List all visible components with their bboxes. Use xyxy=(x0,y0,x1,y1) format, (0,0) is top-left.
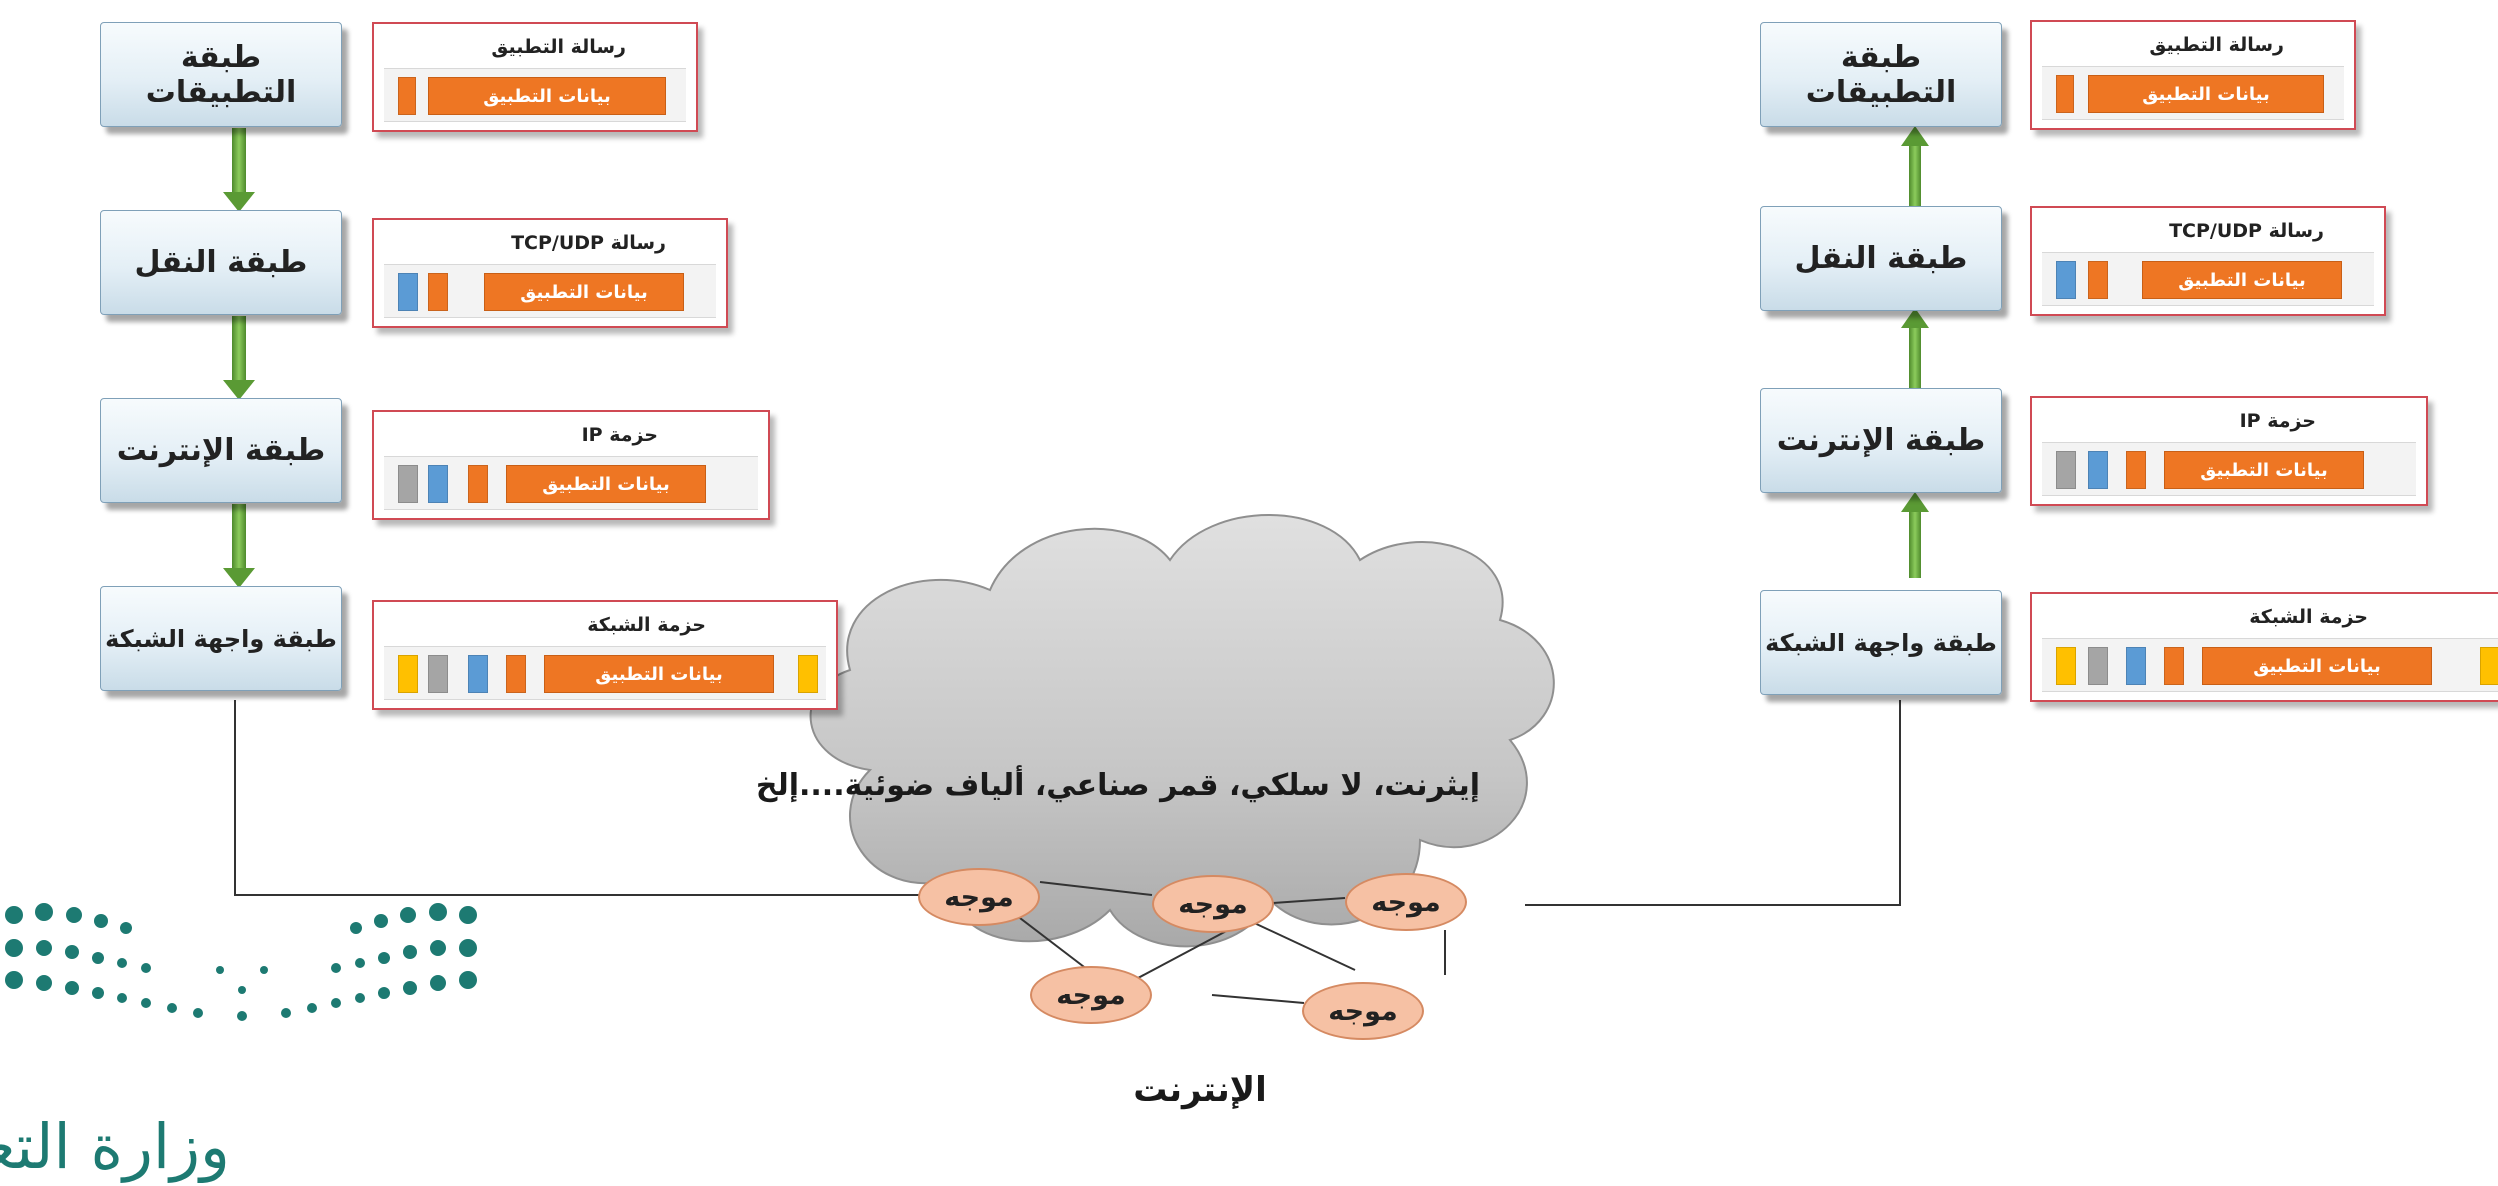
receiver-arrows xyxy=(1901,126,1929,578)
app-header-block xyxy=(2164,647,2184,685)
packet-contents: بيانات التطبيق xyxy=(2042,442,2416,496)
logo-dots xyxy=(5,903,477,1021)
app-data-block: بيانات التطبيق xyxy=(544,655,774,693)
app-header-block xyxy=(506,655,526,693)
frame-trailer-block xyxy=(2480,647,2498,685)
app-data-block: بيانات التطبيق xyxy=(506,465,706,503)
transmission-media-caption: إيثرنت، لا سلكي، قمر صناعي، ألياف ضوئية.… xyxy=(755,768,1480,803)
receiver-application-message: رسالة التطبيق بيانات التطبيق xyxy=(2030,20,2356,130)
receiver-transport-layer: طبقة النقل xyxy=(1760,206,2002,311)
sender-transport-layer: طبقة النقل xyxy=(100,210,342,315)
transport-header-block xyxy=(468,655,488,693)
sender-internet-layer: طبقة الإنترنت xyxy=(100,398,342,503)
app-header-block xyxy=(468,465,488,503)
packet-title: رسالة TCP/UDP xyxy=(2169,220,2324,242)
packet-title: رسالة TCP/UDP xyxy=(511,232,666,254)
frame-header-block xyxy=(398,655,418,693)
ip-header-block xyxy=(2088,647,2108,685)
packet-title: رسالة التطبيق xyxy=(491,36,626,58)
layer-label: طبقة النقل xyxy=(134,245,308,280)
app-header-block xyxy=(398,77,416,115)
transport-header-block xyxy=(428,465,448,503)
frame-trailer-block xyxy=(798,655,818,693)
app-data-block: بيانات التطبيق xyxy=(2164,451,2364,489)
packet-contents: بيانات التطبيق xyxy=(2042,252,2374,306)
sender-transport-message: رسالة TCP/UDP بيانات التطبيق xyxy=(372,218,728,328)
transport-header-block xyxy=(2088,451,2108,489)
layer-label: طبقة الإنترنت xyxy=(116,433,326,468)
layer-label: طبقة واجهة الشبكة xyxy=(105,624,337,653)
packet-title: حزمة IP xyxy=(2239,410,2316,432)
internet-label: الإنترنت xyxy=(1133,1070,1267,1110)
ministry-logo-text: وزارة التعليم xyxy=(0,1110,230,1183)
router-3: موجه xyxy=(1345,873,1467,931)
packet-contents: بيانات التطبيق xyxy=(2042,638,2498,692)
ip-header-block xyxy=(2056,451,2076,489)
app-header-block xyxy=(2126,451,2146,489)
ip-header-block xyxy=(428,655,448,693)
app-data-block: بيانات التطبيق xyxy=(484,273,684,311)
packet-contents: بيانات التطبيق xyxy=(384,68,686,122)
receiver-ip-packet: حزمة IP بيانات التطبيق xyxy=(2030,396,2428,506)
receiver-network-interface-layer: طبقة واجهة الشبكة xyxy=(1760,590,2002,695)
app-data-block: بيانات التطبيق xyxy=(2088,75,2324,113)
packet-title: حزمة IP xyxy=(581,424,658,446)
app-header-block xyxy=(2088,261,2108,299)
router-2: موجه xyxy=(1152,875,1274,933)
router-links xyxy=(1011,881,1446,1004)
packet-title: حزمة الشبكة xyxy=(587,614,706,636)
router-5: موجه xyxy=(1302,982,1424,1040)
app-header-block xyxy=(2056,75,2074,113)
packet-contents: بيانات التطبيق xyxy=(384,456,758,510)
ip-header-block xyxy=(398,465,418,503)
transport-header-block xyxy=(398,273,418,311)
internet-cloud xyxy=(809,514,1555,948)
router-4: موجه xyxy=(1030,966,1152,1024)
layer-label: طبقة التطبيقات xyxy=(1805,39,1957,110)
sender-network-interface-layer: طبقة واجهة الشبكة xyxy=(100,586,342,691)
packet-title: رسالة التطبيق xyxy=(2149,34,2284,56)
sender-application-layer: طبقة التطبيقات xyxy=(100,22,342,127)
frame-header-block xyxy=(2056,647,2076,685)
app-data-block: بيانات التطبيق xyxy=(2202,647,2432,685)
router-1: موجه xyxy=(918,868,1040,926)
layer-label: طبقة واجهة الشبكة xyxy=(1765,628,1997,657)
app-data-block: بيانات التطبيق xyxy=(2142,261,2342,299)
transport-header-block xyxy=(2056,261,2076,299)
packet-contents: بيانات التطبيق xyxy=(384,646,826,700)
sender-application-message: رسالة التطبيق بيانات التطبيق xyxy=(372,22,698,132)
packet-contents: بيانات التطبيق xyxy=(384,264,716,318)
receiver-application-layer: طبقة التطبيقات xyxy=(1760,22,2002,127)
receiver-internet-layer: طبقة الإنترنت xyxy=(1760,388,2002,493)
app-header-block xyxy=(428,273,448,311)
app-data-block: بيانات التطبيق xyxy=(428,77,666,115)
sender-ip-packet: حزمة IP بيانات التطبيق xyxy=(372,410,770,520)
receiver-network-frame: حزمة الشبكة بيانات التطبيق xyxy=(2030,592,2498,702)
packet-contents: بيانات التطبيق xyxy=(2042,66,2344,120)
layer-label: طبقة التطبيقات xyxy=(145,39,297,110)
transport-header-block xyxy=(2126,647,2146,685)
layer-label: طبقة الإنترنت xyxy=(1776,423,1986,458)
receiver-transport-message: رسالة TCP/UDP بيانات التطبيق xyxy=(2030,206,2386,316)
packet-title: حزمة الشبكة xyxy=(2249,606,2368,628)
sender-arrows xyxy=(223,128,255,588)
layer-label: طبقة النقل xyxy=(1794,241,1968,276)
sender-network-frame: حزمة الشبكة بيانات التطبيق xyxy=(372,600,838,710)
physical-links xyxy=(234,700,1901,906)
